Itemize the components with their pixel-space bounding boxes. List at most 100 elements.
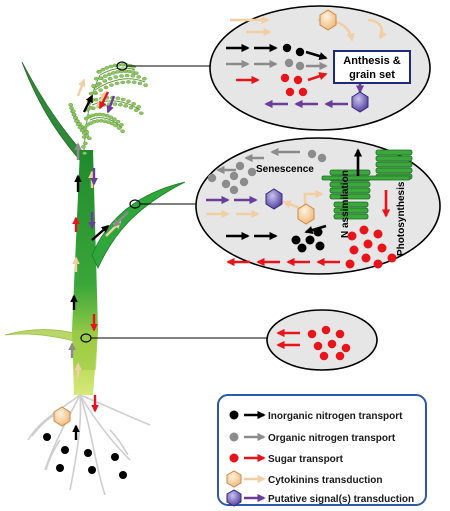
grain	[113, 123, 118, 128]
legend-item-putative-signal: Putative signal(s) transduction	[226, 489, 414, 507]
grain	[69, 106, 74, 110]
legend-label-putative-signal: Putative signal(s) transduction	[268, 494, 414, 505]
grain	[68, 103, 73, 107]
grain	[124, 73, 130, 78]
grain	[91, 84, 96, 88]
grain	[115, 96, 121, 101]
leaf-callout: Senescence N assimilation Photosynthesis	[195, 137, 441, 275]
grain	[114, 81, 120, 86]
grain	[128, 105, 134, 110]
grain	[100, 67, 106, 72]
legend-label-cytokinins: Cytokinins transduction	[268, 475, 382, 486]
grain	[86, 114, 92, 118]
grain	[106, 120, 111, 124]
leaf-signal-hexagon	[265, 188, 283, 210]
legend-label-organic-nitrogen: Organic nitrogen transport	[268, 433, 396, 444]
grain	[97, 70, 102, 74]
grain	[75, 122, 81, 127]
root-cytokinin-hexagon	[53, 406, 71, 427]
legend-purple-hexagon-icon	[226, 489, 242, 507]
grain	[138, 111, 144, 115]
grain	[115, 70, 120, 74]
grain	[104, 66, 110, 70]
legend-gray-dot-icon	[229, 432, 239, 442]
grain	[85, 123, 90, 127]
grain	[81, 145, 86, 149]
grain	[120, 129, 125, 133]
anthesis-box	[333, 50, 411, 84]
grain	[98, 88, 103, 92]
anthesis-callout: Anthesis & grain set	[209, 5, 431, 131]
stem	[72, 150, 98, 395]
grain	[98, 76, 103, 80]
main-leaf	[91, 181, 186, 269]
grain	[103, 85, 109, 90]
grain	[142, 77, 147, 81]
grain	[107, 76, 113, 81]
grain	[77, 125, 83, 130]
grain	[83, 141, 88, 146]
grain	[82, 131, 87, 135]
grain	[93, 76, 99, 81]
plant-arrows	[68, 78, 129, 440]
senescence-label: Senescence	[256, 164, 314, 175]
grain	[102, 79, 108, 83]
legend-item-cytokinins: Cytokinins transduction	[226, 470, 382, 488]
photosynthesis-label: Photosynthesis	[396, 181, 407, 256]
grain	[108, 115, 114, 119]
soil-nitrate-dots	[43, 433, 127, 479]
grain	[84, 134, 89, 138]
legend-orange-hexagon-icon	[226, 470, 242, 488]
grain	[82, 151, 87, 155]
chloroplast-stacks	[321, 149, 413, 220]
grain	[104, 113, 110, 118]
legend-item-inorganic-nitrogen: Inorganic nitrogen transport	[229, 410, 403, 422]
grain	[120, 80, 125, 85]
grain	[137, 81, 143, 86]
grain	[123, 104, 128, 108]
leaf-cytokinin-hexagon	[297, 203, 315, 225]
grain	[87, 136, 92, 140]
grain	[133, 71, 139, 75]
grain	[83, 116, 89, 121]
n-assimilation-label: N assimilation	[340, 170, 351, 238]
anthesis-label-line1: Anthesis &	[343, 55, 401, 67]
grain	[111, 71, 116, 75]
grain	[112, 102, 118, 106]
grain	[126, 99, 131, 104]
legend-item-sugar: Sugar transport	[229, 453, 344, 465]
legend-black-dot-icon	[229, 410, 239, 420]
grain	[119, 123, 124, 127]
grain	[131, 102, 136, 106]
grain	[130, 74, 136, 78]
roots	[27, 394, 151, 496]
grain	[143, 83, 148, 87]
legend: Inorganic nitrogen transport Organic nit…	[217, 394, 427, 507]
grain	[109, 121, 115, 126]
legend-label-sugar: Sugar transport	[268, 454, 344, 465]
grain	[72, 116, 78, 120]
grain	[119, 74, 124, 78]
flag-leaf	[21, 61, 87, 166]
legend-red-dot-icon	[229, 453, 239, 463]
legend-item-organic-nitrogen: Organic nitrogen transport	[229, 432, 396, 444]
grain	[120, 63, 126, 67]
legend-label-inorganic-nitrogen: Inorganic nitrogen transport	[268, 411, 403, 422]
grain	[71, 109, 76, 113]
anthesis-signal-hexagon	[351, 91, 369, 113]
grain	[136, 105, 141, 109]
grain	[116, 126, 122, 130]
grain	[92, 90, 98, 95]
grain	[131, 80, 137, 84]
grain	[109, 83, 114, 87]
grain	[88, 106, 93, 110]
connector-lines	[91, 65, 270, 339]
grain	[113, 75, 119, 79]
legend-box	[217, 394, 427, 506]
anthesis-label-line2: grain set	[349, 69, 395, 81]
stem-callout	[266, 309, 378, 371]
lower-left-leaf	[4, 329, 79, 343]
grain	[71, 112, 77, 117]
